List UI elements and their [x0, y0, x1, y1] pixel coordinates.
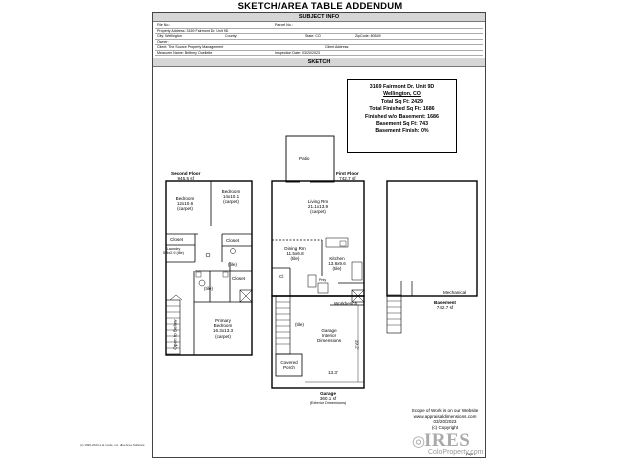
property-address: Property Address: 3169 Fairmont Dr. Unit…	[157, 28, 229, 33]
summary-basement-finish: Basement Finish: 0%	[375, 128, 429, 135]
addendum-form: SUBJECT INFO File No.: Parcel No.: Prope…	[152, 12, 486, 458]
tile-label-1: (tile)	[228, 262, 237, 267]
garage-width-dimension: 13.3'	[328, 370, 338, 375]
client: Client: The Source Property Management	[157, 45, 224, 49]
summary-city: Wellington, CO	[383, 91, 421, 98]
page-title: SKETCH/AREA TABLE ADDENDUM	[237, 1, 403, 12]
summary-finished-wo-basement: Finished w/o Basement: 1686	[365, 113, 439, 120]
summary-address: 3169 Fairmont Dr. Unit 9D	[369, 84, 435, 90]
tile-label-2: (tile)	[204, 286, 213, 291]
ires-mark-icon: ◎	[412, 433, 426, 450]
measurer-name: Measurer Name: Brittney Ouellette	[157, 50, 213, 55]
open-to-below-label: Open to Below	[172, 319, 178, 350]
summary-total-finished: Total Finished Sq Ft: 1686	[369, 106, 435, 113]
subject-info-table: File No.: Parcel No.: Property Address: …	[155, 22, 483, 68]
parcel-no: Parcel No.:	[275, 23, 293, 27]
closet-1-label: Closet	[170, 237, 184, 242]
ires-logo: ◎ IRES ColoProperty.com	[412, 430, 484, 456]
summary-basement-sqft: Basement Sq Ft: 743	[375, 121, 429, 128]
closet-first-floor-label: Cl	[279, 274, 284, 279]
pantry-label: Pnty	[319, 278, 327, 282]
zipcode: ZipCode: 80549	[355, 34, 381, 38]
city: City: Wellington	[157, 34, 182, 38]
garage-outline	[271, 295, 365, 389]
file-no: File No.:	[157, 23, 171, 27]
page-number: Page 1	[466, 452, 476, 456]
owner: Owner:	[157, 39, 169, 44]
client-address: Client Address:	[325, 45, 350, 49]
basement-outline	[386, 180, 478, 297]
inspection-date: Inspection Date: 03/20/2023	[275, 50, 320, 55]
second-floor-outline	[165, 180, 253, 356]
state: State: CO	[305, 34, 321, 38]
workbench-label: Workbench	[334, 301, 358, 306]
area-summary-box: 3169 Fairmont Dr. Unit 9D Wellington, CO…	[347, 79, 457, 153]
tile-label-3: (tile)	[295, 322, 304, 327]
summary-total-sqft: Total Sq Ft: 2429	[381, 98, 423, 105]
sketch-bar: SKETCH	[153, 58, 485, 67]
garage-depth-dimension: 19.2'	[354, 339, 360, 350]
county: County:	[225, 34, 238, 38]
website-note: Scope of Work is on our Website www.appr…	[411, 408, 479, 430]
closet-3-label: Closet	[232, 276, 246, 281]
mechanical-label: Mechanical	[443, 290, 467, 295]
software-copyright: (c) 1990-2023 a la mode, inc. dba Area S…	[80, 443, 145, 447]
closet-2-label: Closet	[226, 238, 240, 243]
patio-label: Patio	[299, 156, 310, 161]
subject-info-bar: SUBJECT INFO	[153, 13, 485, 22]
